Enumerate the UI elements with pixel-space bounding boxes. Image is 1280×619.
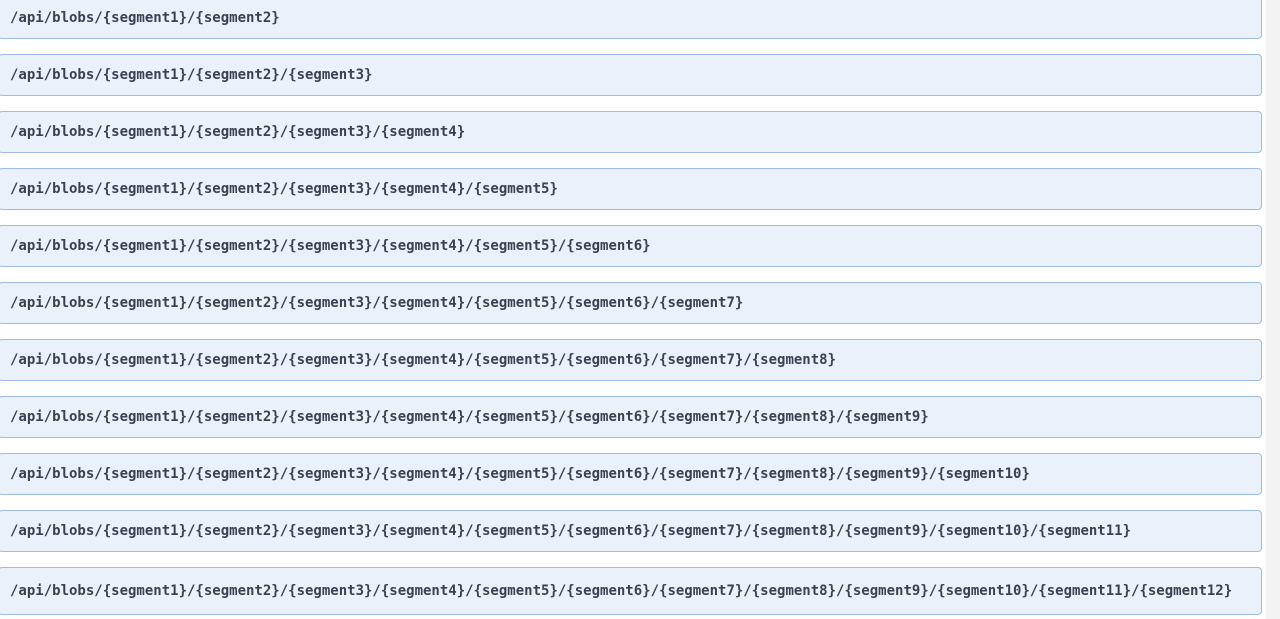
endpoint-path: /api/blobs/{segment1}/{segment2} [10, 10, 280, 26]
endpoint-row[interactable]: /api/blobs/{segment1}/{segment2}/{segmen… [0, 111, 1262, 153]
endpoint-path: /api/blobs/{segment1}/{segment2}/{segmen… [10, 466, 1030, 482]
endpoint-row[interactable]: /api/blobs/{segment1}/{segment2}/{segmen… [0, 453, 1262, 495]
endpoint-path: /api/blobs/{segment1}/{segment2}/{segmen… [10, 583, 1233, 599]
endpoint-path: /api/blobs/{segment1}/{segment2}/{segmen… [10, 238, 651, 254]
endpoint-path: /api/blobs/{segment1}/{segment2}/{segmen… [10, 295, 744, 311]
endpoint-path: /api/blobs/{segment1}/{segment2}/{segmen… [10, 523, 1132, 539]
endpoint-path: /api/blobs/{segment1}/{segment2}/{segmen… [10, 352, 837, 368]
endpoint-path: /api/blobs/{segment1}/{segment2}/{segmen… [10, 181, 558, 197]
endpoint-row[interactable]: /api/blobs/{segment1}/{segment2}/{segmen… [0, 396, 1262, 438]
scrollbar-track[interactable] [1266, 0, 1280, 619]
endpoint-row[interactable]: /api/blobs/{segment1}/{segment2}/{segmen… [0, 225, 1262, 267]
endpoint-row[interactable]: /api/blobs/{segment1}/{segment2}/{segmen… [0, 282, 1262, 324]
endpoint-row[interactable]: /api/blobs/{segment1}/{segment2}/{segmen… [0, 54, 1262, 96]
endpoint-row[interactable]: /api/blobs/{segment1}/{segment2}/{segmen… [0, 168, 1262, 210]
endpoint-path: /api/blobs/{segment1}/{segment2}/{segmen… [10, 409, 929, 425]
endpoint-row[interactable]: /api/blobs/{segment1}/{segment2}/{segmen… [0, 567, 1262, 615]
endpoint-path: /api/blobs/{segment1}/{segment2}/{segmen… [10, 67, 373, 83]
endpoint-path: /api/blobs/{segment1}/{segment2}/{segmen… [10, 124, 466, 140]
endpoint-row[interactable]: /api/blobs/{segment1}/{segment2}/{segmen… [0, 339, 1262, 381]
endpoint-row[interactable]: /api/blobs/{segment1}/{segment2} [0, 0, 1262, 39]
endpoint-row[interactable]: /api/blobs/{segment1}/{segment2}/{segmen… [0, 510, 1262, 552]
